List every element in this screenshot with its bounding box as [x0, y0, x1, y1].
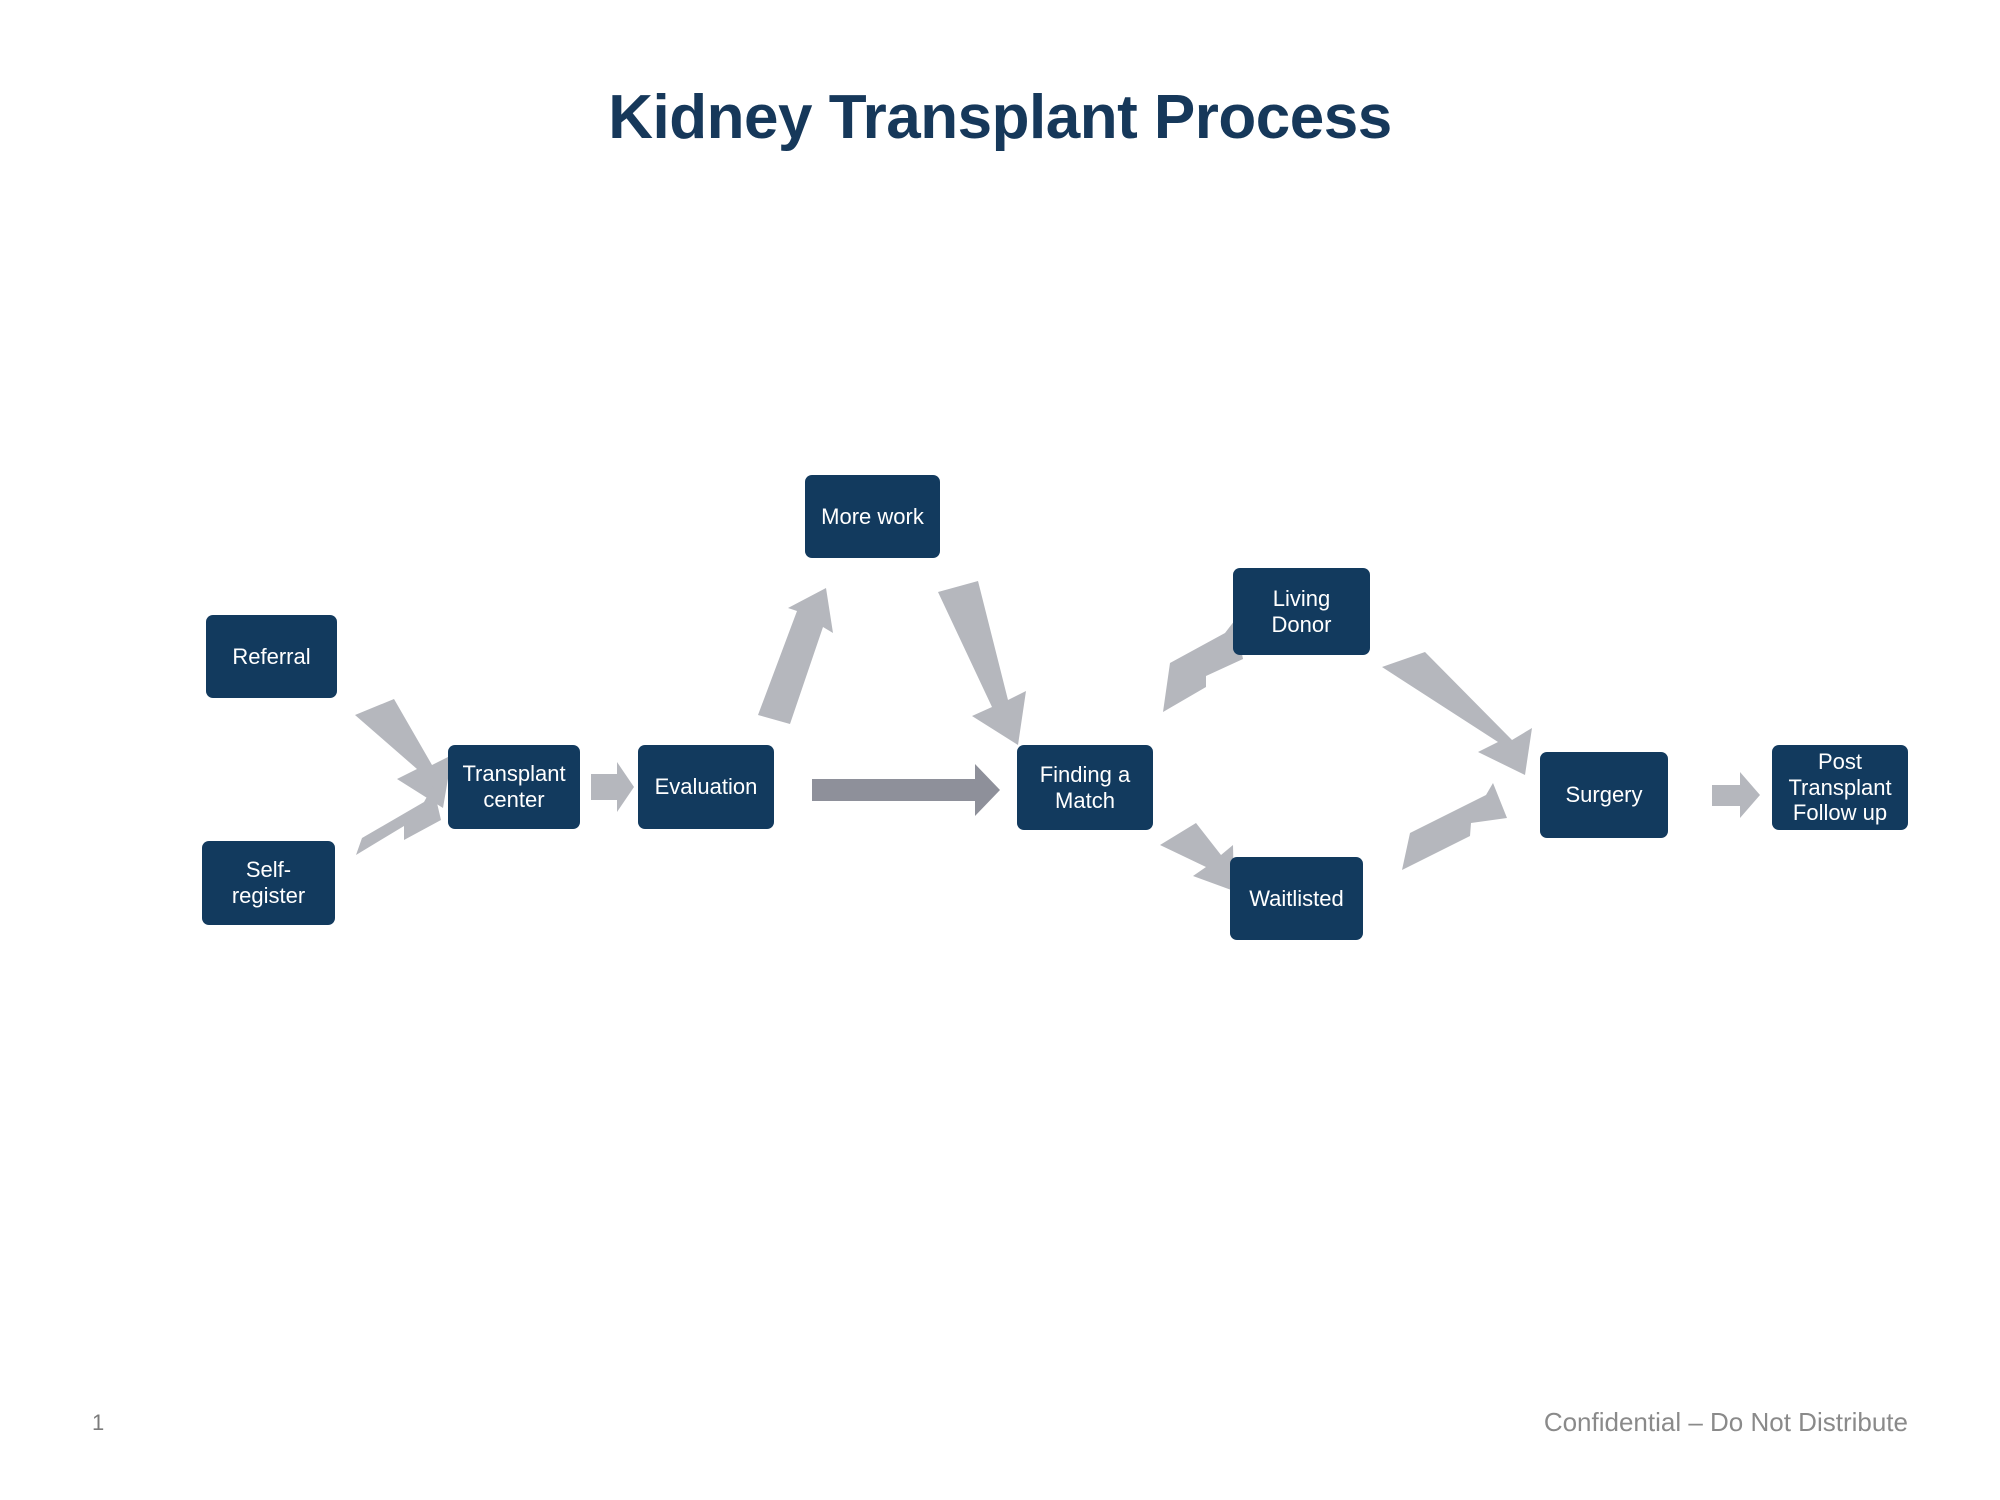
node-label: Transplant center	[462, 761, 566, 812]
node-waitlisted[interactable]: Waitlisted	[1230, 857, 1363, 940]
edge-finding-a-match-to-living-donor	[1163, 620, 1243, 712]
node-label: Post Transplant Follow up	[1788, 748, 1892, 826]
node-evaluation[interactable]: Evaluation	[638, 745, 774, 829]
node-label: Finding a Match	[1039, 761, 1131, 813]
page-title: Kidney Transplant Process	[608, 83, 1392, 152]
node-label: Waitlisted	[1249, 885, 1344, 911]
edge-surgery-to-post-transplant	[1712, 772, 1760, 818]
edge-waitlisted-to-surgery	[1402, 783, 1507, 870]
confidentiality-footer: Confidential – Do Not Distribute	[1543, 1407, 1908, 1437]
node-living-donor[interactable]: Living Donor	[1233, 568, 1370, 655]
node-label: Referral	[232, 643, 311, 669]
edge-self-register-to-transplant-center	[356, 786, 441, 855]
edge-transplant-center-to-evaluation	[591, 762, 634, 812]
edge-evaluation-to-more-work	[758, 588, 833, 724]
page-number: 1	[92, 1410, 105, 1435]
node-label: More work	[821, 503, 924, 529]
node-label: Evaluation	[654, 774, 758, 800]
node-label: Living Donor	[1271, 585, 1332, 637]
edge-evaluation-to-finding-a-match	[812, 764, 1000, 816]
edge-more-work-to-finding-a-match	[938, 581, 1026, 745]
node-referral[interactable]: Referral	[206, 615, 337, 698]
node-finding-a-match[interactable]: Finding a Match	[1017, 745, 1153, 830]
node-surgery[interactable]: Surgery	[1540, 752, 1668, 838]
node-self-register[interactable]: Self- register	[202, 841, 335, 925]
edge-referral-to-transplant-center	[355, 699, 452, 808]
node-more-work[interactable]: More work	[805, 475, 940, 558]
node-transplant-center[interactable]: Transplant center	[448, 745, 580, 829]
edge-finding-a-match-to-waitlisted	[1160, 823, 1234, 891]
node-label: Self- register	[231, 857, 306, 908]
node-post-transplant-follow-up[interactable]: Post Transplant Follow up	[1772, 745, 1908, 830]
node-label: Surgery	[1565, 782, 1643, 808]
edge-living-donor-to-surgery	[1382, 652, 1532, 775]
